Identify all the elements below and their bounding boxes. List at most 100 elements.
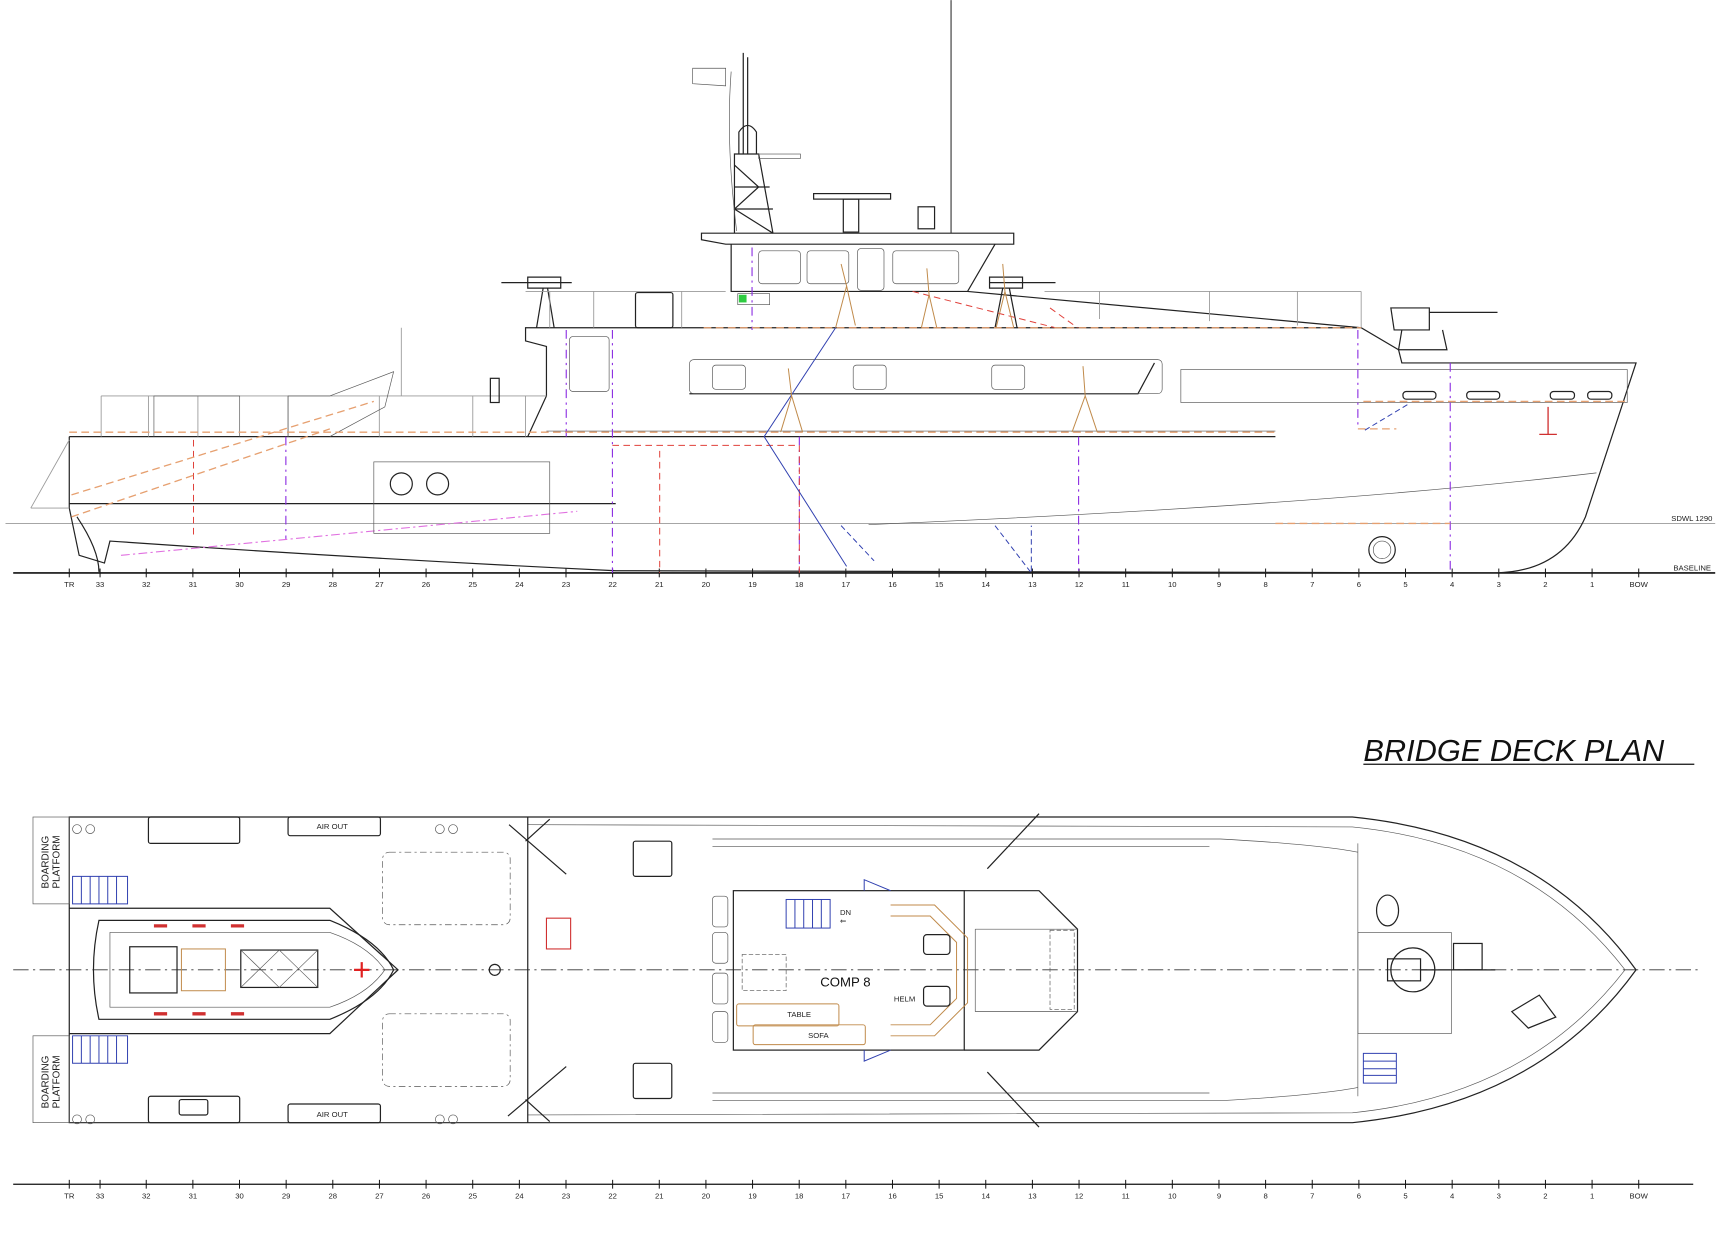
upper-railing	[525, 291, 1362, 328]
status-light	[738, 294, 747, 303]
air-out-vent-starboard: AIR OUT	[287, 1103, 382, 1124]
station-label: 18	[795, 580, 804, 589]
radar-pedestal	[842, 198, 860, 233]
station-label: TR	[64, 580, 75, 589]
boarding-platform-port[interactable]: BOARDING PLATFORM	[32, 816, 70, 905]
stowage-area-dashed	[382, 1013, 511, 1087]
baseline-label: BASELINE	[1673, 564, 1711, 573]
helm-label: HELM	[894, 995, 915, 1004]
station-label: 31	[189, 580, 198, 589]
station-label: 27	[375, 580, 384, 589]
hull-dashed-diagonals	[71, 400, 375, 518]
station-label: 13	[1028, 1192, 1037, 1201]
station-label: 2	[1543, 1192, 1547, 1201]
station-label: 14	[981, 580, 990, 589]
wheelhouse-plate	[737, 293, 770, 305]
crew-figure-icon	[995, 263, 1015, 328]
station-label: 11	[1122, 1192, 1130, 1201]
station-label: 30	[235, 1192, 244, 1201]
station-label: 30	[235, 580, 244, 589]
station-label: 23	[562, 580, 571, 589]
station-label: 25	[468, 1192, 477, 1201]
station-label: 5	[1403, 580, 1407, 589]
station-label: 22	[608, 580, 617, 589]
liferaft-cradle-icon	[634, 291, 674, 329]
down-label: DN	[840, 908, 851, 917]
forward-bulwark	[1180, 369, 1628, 403]
crew-figure-icon	[835, 263, 856, 328]
station-label: 14	[981, 1192, 990, 1201]
station-label: 16	[888, 1192, 897, 1201]
crew-figure-icon	[920, 268, 938, 328]
bow-gun-mount-icon	[1390, 307, 1498, 351]
door-swing-icon	[863, 878, 891, 1062]
compartment-label: COMP 8	[820, 974, 870, 989]
station-label: 12	[1075, 580, 1084, 589]
station-label: 20	[702, 1192, 711, 1201]
station-label: 18	[795, 1192, 804, 1201]
stairs-dashed	[763, 327, 848, 567]
station-label: 10	[1168, 580, 1177, 589]
station-label: 12	[1075, 1192, 1084, 1201]
plan-gunwale-inner	[527, 824, 1626, 1116]
rhib-red-markings	[153, 924, 245, 1016]
wheelhouse-window	[892, 250, 960, 285]
station-label: 28	[329, 1192, 338, 1201]
bow-thruster-icon-inner	[1372, 540, 1392, 559]
deck-dashed-line	[69, 327, 1628, 525]
hatch	[147, 816, 241, 845]
porthole	[1402, 390, 1437, 400]
aft-railing	[100, 327, 547, 437]
boarding-platform-label: BOARDING	[40, 1056, 51, 1109]
stern-ramp	[30, 439, 70, 509]
station-label: 4	[1450, 1192, 1455, 1201]
radar-dome-icon	[738, 124, 758, 155]
helm-seat-icon	[922, 934, 951, 956]
plan-title: BRIDGE DECK PLAN	[1363, 733, 1665, 768]
boarding-platform-label: BOARDING	[40, 836, 51, 889]
station-label: 10	[1168, 1192, 1177, 1201]
wheelhouse-window	[806, 250, 850, 285]
boarding-platform-starboard[interactable]: BOARDING PLATFORM	[32, 1035, 70, 1124]
station-label: 8	[1263, 1192, 1267, 1201]
station-label: TR	[64, 1192, 75, 1201]
deck-fitting-icon	[488, 963, 501, 976]
station-label: 7	[1310, 1192, 1314, 1201]
station-label: 24	[515, 1192, 524, 1201]
sofa-label: SOFA	[808, 1031, 829, 1040]
bow-knuckle-line	[868, 472, 1597, 525]
station-label: 33	[96, 580, 105, 589]
machine-gun-aft-icon	[501, 276, 572, 328]
plan-sidedeck-line	[712, 838, 1358, 1102]
station-label: 17	[842, 1192, 851, 1201]
bow-thruster-icon	[1368, 536, 1396, 564]
window-band	[689, 359, 1163, 395]
bollard-icon	[72, 824, 458, 1125]
station-label: BOW	[1630, 1192, 1649, 1201]
hatch-handle-icon	[178, 1098, 209, 1116]
air-out-label: AIR OUT	[317, 1110, 348, 1119]
flag-pole	[729, 71, 737, 232]
searchlight-icon	[917, 206, 936, 230]
side-window	[991, 364, 1026, 390]
station-label: 16	[888, 580, 897, 589]
station-label: 6	[1357, 1192, 1361, 1201]
station-label: 32	[142, 580, 151, 589]
anchor-icon	[1539, 406, 1557, 436]
tank-dashed-outline	[193, 290, 1078, 573]
porthole	[1466, 390, 1501, 400]
hull-outline	[68, 290, 1637, 574]
station-label: 3	[1497, 1192, 1501, 1201]
station-label: 9	[1217, 1192, 1221, 1201]
station-label: 2	[1543, 580, 1547, 589]
station-label: 1	[1590, 1192, 1594, 1201]
liferaft-canister	[632, 840, 673, 877]
helm-seat-icon	[922, 985, 951, 1007]
station-label: 33	[96, 1192, 105, 1201]
station-label: 20	[702, 580, 711, 589]
station-label: 22	[608, 1192, 617, 1201]
station-label: 25	[468, 580, 477, 589]
engine-flywheel-icon	[425, 472, 450, 496]
